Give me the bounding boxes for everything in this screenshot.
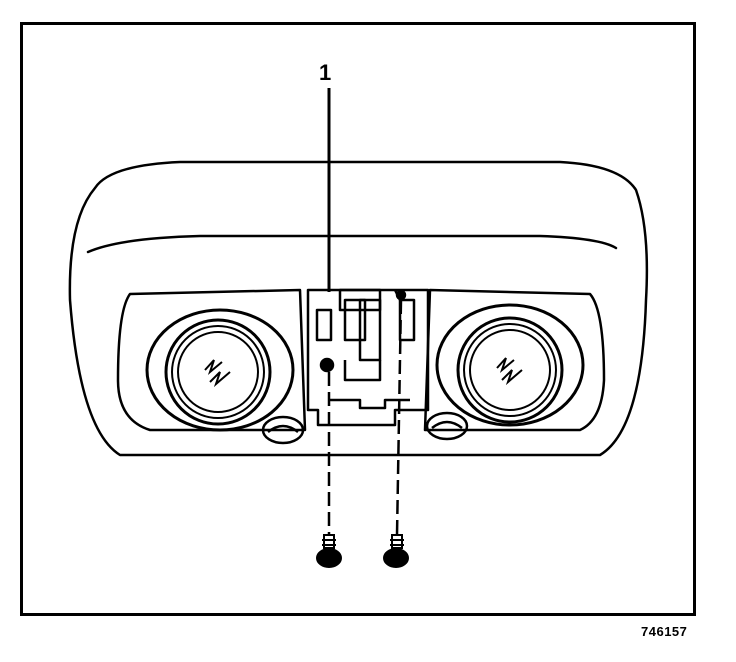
- screw-icon: [383, 534, 409, 568]
- console-bezel-right: [423, 288, 606, 432]
- callout-label: 1: [319, 60, 332, 85]
- console-housing: [68, 160, 649, 457]
- figure-id: 746157: [641, 624, 688, 639]
- center-mechanism: [306, 288, 430, 427]
- right-small-button: [425, 411, 469, 441]
- left-small-button: [261, 415, 305, 445]
- housing-crease: [86, 234, 618, 254]
- screw-path-lines: [327, 299, 403, 536]
- figure-frame: [20, 22, 696, 616]
- left-lamp: [145, 308, 295, 432]
- right-lamp: [435, 303, 585, 427]
- screw-icon: [316, 534, 342, 568]
- lamp-lens-icon: [204, 359, 231, 388]
- lamp-lens-icon: [496, 357, 523, 386]
- console-bezel: [116, 288, 307, 432]
